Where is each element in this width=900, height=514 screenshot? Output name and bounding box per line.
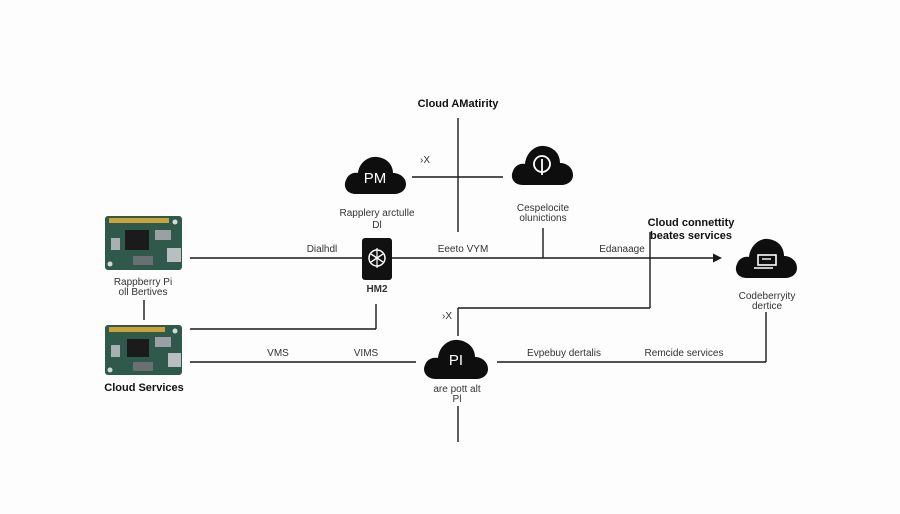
chip-icon (368, 248, 386, 268)
cloud-right-caption-2: dertice (751, 301, 782, 312)
board-top-caption-2: oll Bertives (118, 287, 168, 298)
cloud-pi-caption-1: are pott alt (433, 384, 481, 395)
cloud-icon (424, 339, 488, 379)
board-bottom-node (105, 325, 182, 375)
raspberry-pi-board-icon (105, 325, 182, 375)
chip-label: HM2 (366, 284, 388, 295)
edge-label-evpebuy: Evpebuy dertalis (527, 348, 601, 359)
cloud-icon (344, 156, 406, 194)
edge-label-vms-1: VMS (267, 348, 289, 359)
edge-label-remcide: Remcide services (644, 348, 724, 359)
edge-label-edanaage: Edanaage (599, 244, 645, 255)
board-top-node (105, 216, 182, 270)
cloud-pi-label: PI (448, 352, 464, 369)
cloud-top-right-node (509, 142, 575, 186)
board-bottom-caption: Cloud Services (104, 382, 184, 394)
cloud-pm-caption-2: Dl (372, 220, 382, 231)
cloud-pm-caption-1: Rapplery arctulle (339, 208, 415, 219)
cloud-right-node (733, 235, 799, 279)
edge-label-vms-2: VIMS (353, 348, 379, 359)
arrow-head (713, 253, 722, 263)
cloud-screen-icon (735, 238, 797, 278)
side-note-line-2: beates services (650, 230, 732, 242)
diagram-title: Cloud AMatirity (417, 98, 499, 110)
edge-label-dialhdl: Dialhdl (306, 244, 338, 255)
cloud-pm-node: PM (342, 153, 408, 195)
chip-node (362, 238, 392, 280)
cloud-right-caption-1: Codeberryity (738, 291, 796, 302)
cloud-pm-label: PM (363, 170, 387, 187)
side-note-line-1: Cloud connettity (647, 217, 735, 229)
cloud-pi-node: PI (421, 336, 491, 380)
edge-label-top-x: ›X (420, 155, 430, 166)
raspberry-pi-board-icon (105, 216, 182, 270)
cloud-pi-caption-2: Pl (452, 394, 462, 405)
cloud-top-right-caption-1: Cespelocite (516, 203, 570, 214)
board-top-caption-1: Rappberry Pi (113, 277, 173, 288)
cloud-lock-icon (511, 145, 573, 185)
edge-label-eeeto: Eeeto VYM (437, 244, 489, 255)
cloud-top-right-caption-2: olunictions (519, 213, 567, 224)
edge-label-mid-x: ›X (442, 311, 452, 322)
